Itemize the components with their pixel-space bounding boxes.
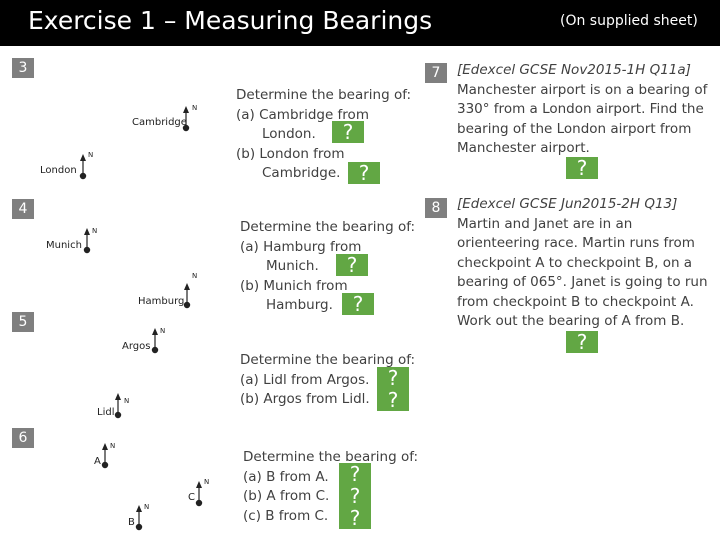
q3-number: 3 — [12, 58, 34, 78]
point-label-c: C — [188, 492, 195, 503]
q4-text: Determine the bearing of: (a) Hamburg fr… — [240, 218, 415, 316]
point-label-hamburg: Hamburg — [138, 296, 185, 307]
q4-line-4: (b) Munich from — [240, 277, 348, 294]
q3-line-5: Cambridge. — [262, 165, 341, 181]
q4-line-3: Munich. — [266, 258, 319, 274]
title-main: Exercise 1 — [28, 6, 156, 35]
q6-number: 6 — [12, 428, 34, 448]
q8-line-5: bearing of 065°. Janet is going to run — [457, 274, 708, 290]
north-label-hamburg: N — [192, 272, 198, 280]
q4-line-2: (a) Hamburg from — [240, 238, 362, 255]
point-marker-argos — [151, 346, 159, 354]
point-marker-london — [79, 172, 87, 180]
q6c-answer-button[interactable]: ? — [339, 507, 371, 529]
point-label-b: B — [128, 517, 135, 528]
supplied-note: (On supplied sheet) — [560, 13, 698, 29]
q4a-answer-button[interactable]: ? — [336, 254, 368, 276]
q6-line-4: (c) B from C. — [243, 507, 329, 524]
q3a-answer-button[interactable]: ? — [332, 121, 364, 143]
north-arrow-lidl — [114, 393, 122, 419]
north-arrow-munich — [83, 228, 91, 254]
point-marker-c — [195, 499, 203, 507]
point-label-argos: Argos — [122, 341, 151, 352]
q8-line-2: Martin and Janet are in an — [457, 215, 633, 232]
north-label-cambridge: N — [192, 104, 198, 112]
point-marker-lidl — [114, 411, 122, 419]
north-arrow-argos — [151, 328, 159, 354]
q5b-answer-button[interactable]: ? — [377, 389, 409, 411]
north-label-london: N — [88, 151, 94, 159]
title-bar — [0, 0, 720, 46]
q5-line-1: Determine the bearing of: — [240, 352, 416, 368]
q8-text: [Edexcel GCSE Jun2015-2H Q13] Martin and… — [457, 195, 708, 332]
q7-line-5: Manchester airport. — [457, 140, 590, 156]
q5-number: 5 — [12, 312, 34, 332]
q6-text: Determine the bearing of: (a) B from A. … — [243, 448, 418, 526]
q6a-answer-button[interactable]: ? — [339, 463, 371, 485]
north-label-c: N — [204, 478, 210, 486]
q3-line-4: (b) London from — [236, 145, 345, 162]
q3-line-1: Determine the bearing of: — [236, 87, 412, 103]
point-marker-cambridge — [182, 124, 190, 132]
q7-line-4: bearing of the London airport from — [457, 120, 692, 137]
title-dash: – — [155, 6, 185, 35]
q6-line-2: (a) B from A. — [243, 468, 329, 485]
q7-line-2: Manchester airport is on a bearing of — [457, 81, 708, 98]
q6-line-3: (b) A from C. — [243, 488, 330, 504]
north-arrow-cambridge — [182, 106, 190, 132]
q5-line-3: (b) Argos from Lidl. — [240, 391, 370, 407]
q4-line-5: Hamburg. — [266, 297, 333, 313]
q6-line-1: Determine the bearing of: — [243, 449, 419, 465]
point-marker-b — [135, 523, 143, 531]
q5-line-2: (a) Lidl from Argos. — [240, 371, 370, 388]
point-marker-munich — [83, 246, 91, 254]
q7-text: [Edexcel GCSE Nov2015-1H Q11a] Mancheste… — [457, 61, 707, 159]
point-label-munich: Munich — [46, 240, 82, 251]
q8-number: 8 — [425, 198, 447, 218]
q4-line-1: Determine the bearing of: — [240, 219, 416, 235]
q3-text: Determine the bearing of: (a) Cambridge … — [236, 86, 411, 184]
point-marker-a — [101, 461, 109, 469]
q8-line-7: Work out the bearing of A from B. — [457, 313, 685, 329]
north-label-argos: N — [160, 327, 166, 335]
q3b-answer-button[interactable]: ? — [348, 162, 380, 184]
q8-line-4: checkpoint A to checkpoint B, on a — [457, 254, 693, 271]
north-arrow-a — [101, 443, 109, 469]
q7-number: 7 — [425, 63, 447, 83]
q7-source: [Edexcel GCSE Nov2015-1H Q11a] — [457, 62, 691, 78]
q5a-answer-button[interactable]: ? — [377, 367, 409, 389]
north-arrow-c — [195, 481, 203, 507]
north-label-b: N — [144, 503, 150, 511]
q8-answer-button[interactable]: ? — [566, 331, 598, 353]
page-title: Exercise 1 – Measuring Bearings — [28, 6, 432, 35]
north-arrow-hamburg — [183, 283, 191, 309]
q7-answer-button[interactable]: ? — [566, 157, 598, 179]
point-label-cambridge: Cambridge — [132, 117, 187, 128]
q6b-answer-button[interactable]: ? — [339, 485, 371, 507]
north-label-lidl: N — [124, 397, 130, 405]
q3-line-2: (a) Cambridge from — [236, 106, 369, 123]
point-label-lidl: Lidl — [97, 407, 115, 418]
q5-text: Determine the bearing of: (a) Lidl from … — [240, 351, 415, 410]
north-arrow-london — [79, 154, 87, 180]
q7-line-3: 330° from a London airport. Find the — [457, 101, 704, 117]
q4-number: 4 — [12, 199, 34, 219]
north-label-munich: N — [92, 227, 98, 235]
q4b-answer-button[interactable]: ? — [342, 293, 374, 315]
q3-line-3: London. — [262, 126, 316, 142]
q8-line-3: orienteering race. Martin runs from — [457, 235, 695, 251]
q8-line-6: from checkpoint B to checkpoint A. — [457, 293, 694, 310]
q8-source: [Edexcel GCSE Jun2015-2H Q13] — [457, 196, 678, 212]
point-marker-hamburg — [183, 301, 191, 309]
point-label-a: A — [94, 456, 101, 467]
title-rest: Measuring Bearings — [184, 6, 433, 35]
north-arrow-b — [135, 505, 143, 531]
north-label-a: N — [110, 442, 116, 450]
point-label-london: London — [40, 165, 77, 176]
